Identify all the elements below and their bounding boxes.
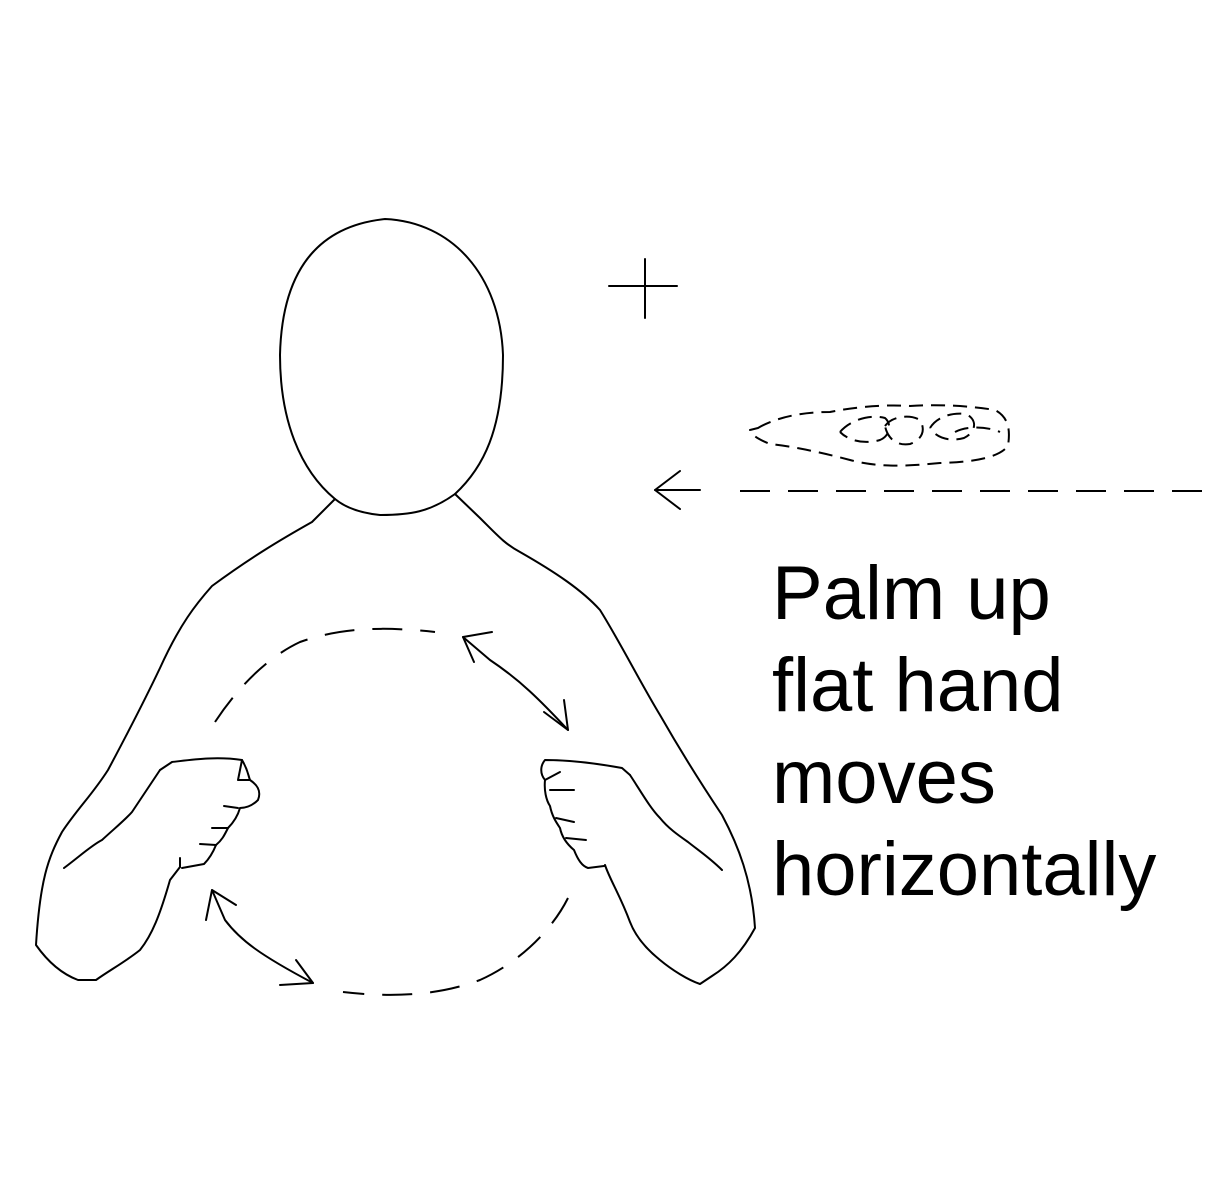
left-forearm-inner-line (63, 769, 161, 869)
head-outline (279, 218, 504, 516)
dashed-arrow-left-icon (654, 470, 1218, 510)
flat-hand-palm-up-icon (749, 404, 1010, 467)
caption-line-2: flat hand (772, 643, 1064, 728)
caption-line-1: Palm up (772, 551, 1051, 636)
right-shoulder-arm-outline (454, 493, 756, 985)
left-shoulder-arm-outline (35, 498, 336, 981)
left-fist-icon (159, 757, 261, 869)
movement-path-circle (214, 627, 569, 996)
caption-line-4: horizontally (772, 827, 1157, 912)
sign-description-caption: Palm up flat hand moves horizontally (772, 548, 1156, 916)
crosshair-icon (608, 258, 678, 319)
caption-line-3: moves (772, 735, 996, 820)
right-fist-icon (540, 759, 631, 869)
top-double-arrow-icon (462, 631, 569, 731)
right-forearm-inner-line (629, 774, 723, 871)
bottom-double-arrow-icon (205, 889, 314, 986)
